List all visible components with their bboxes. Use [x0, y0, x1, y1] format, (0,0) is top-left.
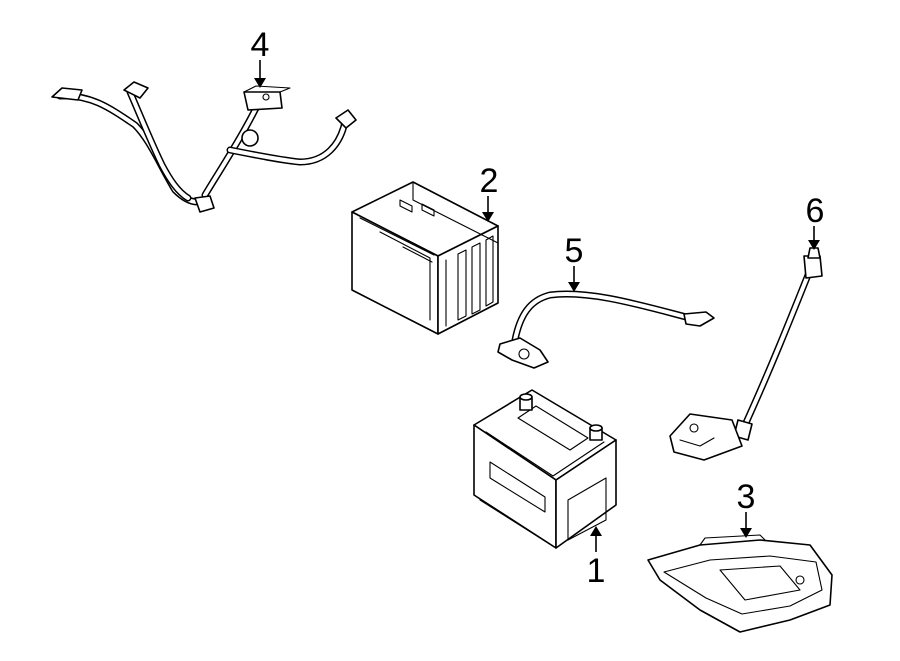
- callout-labels: 4 2 5 6 3 1: [251, 26, 825, 590]
- part-2-battery-tray-box[interactable]: [351, 181, 499, 335]
- callout-4: 4: [251, 26, 270, 64]
- callout-6: 6: [806, 192, 825, 230]
- callout-arrows: [254, 60, 820, 552]
- part-3-tray-plate[interactable]: [647, 534, 833, 633]
- callout-5: 5: [565, 232, 584, 270]
- callout-1: 1: [587, 552, 606, 590]
- part-6-negative-cable[interactable]: [669, 247, 823, 461]
- callout-3: 3: [737, 478, 756, 516]
- part-1-battery[interactable]: [473, 389, 617, 549]
- part-5-battery-cable[interactable]: [497, 290, 715, 369]
- callout-2: 2: [480, 162, 499, 200]
- part-4-wiring-harness[interactable]: [51, 81, 357, 213]
